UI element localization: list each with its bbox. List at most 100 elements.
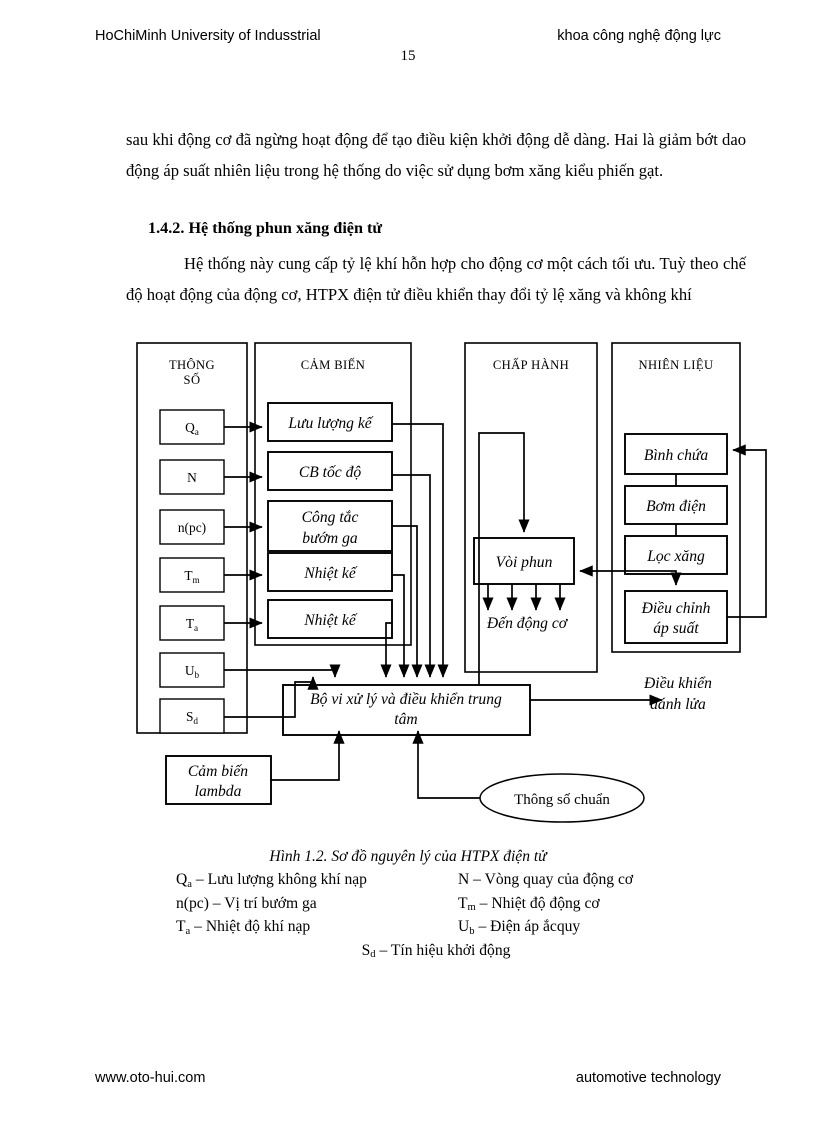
sensor-label-buom-ga: bướm ga [302, 530, 358, 547]
connector-nhiet-ke-2-to-ecu [380, 622, 392, 678]
figure-caption: Hình 1.2. Sơ đồ nguyên lý của HTPX điện … [269, 848, 547, 865]
figure-legend: Qa – Lưu lượng không khí nạp N – Vòng qu… [176, 869, 696, 963]
connector-return-to-tank [727, 444, 767, 618]
param-box-tm [159, 557, 225, 593]
lambda-label-line2: lambda [195, 783, 242, 800]
ecu-label-line2: tâm [394, 711, 417, 728]
fuel-label-ap-suat: áp suất [653, 620, 699, 637]
legend-entry-sd: Sd – Tín hiệu khởi động [176, 940, 696, 964]
legend-text-qa: – Lưu lượng không khí nạp [191, 871, 367, 888]
legend-symbol-ta: T [176, 918, 186, 935]
legend-symbol-n: N [458, 871, 470, 888]
legend-entry-ta: Ta – Nhiệt độ khí nạp [176, 916, 458, 940]
fuel-label-binh-chua: Bình chứa [644, 447, 709, 464]
figure-diagram: THÔNG SỐ CẢM BIẾN CHẤP HÀNH NHIÊN LIỆU Q… [0, 336, 816, 841]
legend-entry-npc: n(pc) – Vị trí bướm ga [176, 893, 458, 917]
legend-subscript-tm: m [467, 902, 476, 914]
standard-params-label: Thông số chuẩn [514, 792, 610, 808]
legend-row: Ta – Nhiệt độ khí nạp Ub – Điện áp ắcquy [176, 916, 696, 940]
legend-subscript-ub: b [469, 925, 475, 937]
fuel-box-bom-dien [624, 485, 728, 525]
param-label-npc: n(pc) [178, 520, 206, 535]
page-number: 15 [400, 48, 416, 64]
connector-nhiet-ke-1-to-ecu [392, 574, 410, 678]
legend-symbol-sd: S [361, 941, 371, 959]
sensor-label-cong-tac: Công tắc [302, 509, 359, 526]
paragraph-continuation: sau khi động cơ đã ngừng hoạt động để tạ… [126, 130, 746, 180]
sensor-label-luu-luong-ke: Lưu lượng kế [287, 415, 373, 432]
legend-text-npc: – Vị trí bướm ga [208, 894, 317, 912]
sensor-label-nhiet-ke-1: Nhiệt kế [303, 565, 358, 582]
paragraph-intro: Hệ thống này cung cấp tỷ lệ khí hỗn hợp … [126, 254, 746, 304]
actuator-box-voi-phun [473, 537, 575, 585]
section-heading: 1.4.2. Hệ thống phun xăng điện tử [148, 219, 383, 237]
ignition-control-label-line2: đánh lửa [650, 696, 706, 713]
sensor-label-cb-toc-do: CB tốc độ [299, 464, 362, 481]
param-box-qa [159, 409, 225, 445]
legend-text-ta: – Nhiệt độ khí nạp [190, 918, 311, 935]
panel-cam-bien [254, 342, 412, 646]
fuel-label-dieu-chinh: Điều chỉnh [641, 600, 711, 617]
header-department-name: khoa công nghệ động lực [557, 28, 721, 44]
connector-ub-to-ecu [224, 664, 341, 678]
page-header: HoChiMinh University of Indusstrial khoa… [95, 28, 721, 50]
param-label-ta: Ta [186, 616, 198, 633]
param-box-ub [159, 652, 225, 688]
sensor-label-nhiet-ke-2: Nhiệt kế [303, 612, 358, 629]
legend-subscript-sd: d [370, 949, 376, 961]
panel-title-thong-so-line2: SỐ [184, 372, 201, 387]
lambda-sensor-box [165, 755, 272, 805]
sensor-box-luu-luong-ke [267, 402, 393, 442]
legend-text-n: – Vòng quay của động cơ [469, 871, 634, 888]
connector-cb-toc-do-to-ecu [392, 474, 436, 678]
param-label-n: N [187, 470, 197, 485]
legend-symbol-npc: n(pc) [176, 894, 209, 912]
actuator-label-voi-phun: Vòi phun [496, 554, 553, 571]
sensor-box-nhiet-ke-2 [267, 599, 393, 639]
sensor-box-cb-toc-do [267, 451, 393, 491]
connector-cong-tac-to-ecu [392, 525, 423, 678]
ignition-control-label-line1: Điều khiển [643, 675, 712, 692]
legend-row: n(pc) – Vị trí bướm ga Tm – Nhiệt độ độn… [176, 893, 696, 917]
panel-title-chap-hanh: CHẤP HÀNH [493, 357, 569, 372]
panel-chap-hanh [464, 342, 598, 673]
legend-subscript-ta: a [185, 925, 191, 937]
legend-entry-qa: Qa – Lưu lượng không khí nạp [176, 869, 458, 893]
param-label-tm: Tm [184, 568, 199, 585]
connector-ecu-to-injector [478, 432, 530, 685]
footer-tagline: automotive technology [575, 1070, 721, 1086]
legend-symbol-qa: Q [176, 871, 188, 888]
ecu-label-line1: Bộ vi xử lý và điều khiển trung [310, 691, 502, 708]
connector-luu-luong-ke-to-ecu [392, 423, 449, 678]
actuator-label-den-dong-co: Đến động cơ [486, 615, 569, 632]
param-label-ub: Ub [185, 663, 200, 680]
param-box-sd [159, 698, 225, 734]
panel-title-cam-bien: CẢM BIẾN [301, 357, 365, 372]
panel-title-nhien-lieu: NHIÊN LIỆU [639, 358, 714, 372]
param-label-sd: Sd [186, 709, 198, 726]
page-footer: www.oto-hui.com automotive technology [95, 1070, 721, 1090]
param-label-qa: Qa [185, 420, 199, 437]
connector-lambda-to-ecu [271, 730, 345, 781]
legend-row: Qa – Lưu lượng không khí nạp N – Vòng qu… [176, 869, 696, 893]
panel-title-thong-so: THÔNG [169, 358, 215, 372]
ecu-box [282, 684, 531, 736]
legend-entry-n: N – Vòng quay của động cơ [458, 869, 696, 893]
connector-standard-params-to-ecu [412, 730, 480, 799]
legend-symbol-ub: U [458, 918, 470, 935]
legend-text-ub: – Điện áp ắcquy [474, 918, 581, 935]
header-university-name: HoChiMinh University of Indusstrial [95, 28, 321, 44]
sensor-box-nhiet-ke-1 [267, 552, 393, 592]
legend-entry-tm: Tm – Nhiệt độ động cơ [458, 893, 696, 917]
connector-fuel-to-injector [579, 565, 677, 577]
fuel-box-binh-chua [624, 433, 728, 475]
legend-subscript-qa: a [187, 878, 192, 890]
legend-text-sd: – Tín hiệu khởi động [375, 941, 511, 959]
param-box-n [159, 459, 225, 495]
connector-sd-to-ecu [224, 676, 319, 718]
connector-group [224, 421, 767, 799]
fuel-label-bom-dien: Bơm điện [646, 498, 706, 515]
param-box-ta [159, 605, 225, 641]
fuel-label-loc-xang: Lọc xăng [646, 548, 705, 565]
